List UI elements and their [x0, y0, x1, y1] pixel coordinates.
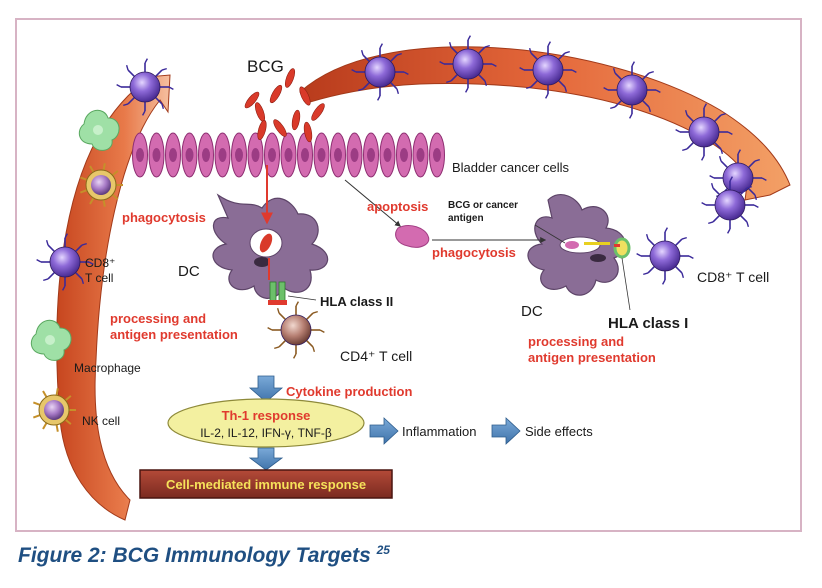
label-cytokines: IL-2, IL-12, IFN-γ, TNF-β: [200, 426, 332, 440]
label-processing-left-2: antigen presentation: [110, 327, 238, 342]
cancer-cell: [346, 132, 363, 178]
recirculation-arc-top: [299, 46, 791, 201]
label-nk-cell: NK cell: [82, 414, 120, 428]
label-bladder-cancer-cells: Bladder cancer cells: [452, 160, 570, 175]
cancer-cell: [363, 132, 379, 178]
label-cytokine-production: Cytokine production: [286, 384, 412, 399]
cd8-t-cell: [675, 103, 733, 161]
block-arrow-to-inflammation: [369, 417, 399, 445]
macrophage-cells: [30, 109, 120, 361]
apoptotic-body: [395, 225, 430, 248]
cell-mediated-response-box: [139, 469, 393, 499]
dendritic-cell-left: [212, 193, 329, 299]
label-side-effects: Side effects: [525, 424, 593, 439]
cd8-t-cell: [636, 227, 694, 285]
label-cd8-left-2: T cell: [85, 271, 113, 285]
macrophage: [78, 109, 120, 151]
label-dc-left: DC: [178, 263, 200, 280]
cancer-cell: [379, 132, 396, 178]
bcg-rod: [311, 103, 325, 121]
cancer-cell: [412, 132, 429, 178]
figure-caption-text: Figure 2: BCG Immunology Targets: [18, 544, 371, 567]
label-inflammation: Inflammation: [402, 424, 476, 439]
bcg-rod: [269, 84, 283, 104]
cancer-cell: [247, 132, 264, 178]
bcg-rods: [244, 68, 325, 143]
block-arrow-th1-down: [248, 447, 284, 471]
cd8-t-cell: [519, 41, 577, 99]
label-hla-class-ii: HLA class II: [320, 294, 393, 309]
label-dc-right: DC: [521, 303, 543, 320]
macrophage: [30, 319, 72, 361]
bladder-cancer-cells: [132, 132, 445, 178]
hla-class-ii-receptor: [268, 281, 287, 305]
nk-cell: [79, 163, 123, 207]
label-cd4-t-cell: CD4⁺ T cell: [340, 348, 412, 364]
nk-cells: [32, 163, 123, 432]
cd4-cell-body: [267, 301, 325, 359]
figure-caption-ref: 25: [376, 543, 390, 557]
arrow-cancer-to-apoptosis: [344, 179, 401, 227]
label-cell-mediated-response: Cell-mediated immune response: [166, 477, 366, 492]
bcg-immunology-diagram: BCG Bladder cancer cells phagocytosis ap…: [30, 35, 791, 521]
cancer-cell: [280, 132, 297, 178]
label-processing-right-2: antigen presentation: [528, 350, 656, 365]
cancer-cell: [214, 132, 231, 178]
cancer-cell: [313, 132, 330, 178]
block-arrow-cytokine-down: [248, 375, 284, 403]
pointer-hla-class-i: [621, 257, 631, 311]
cd8-t-cell: [603, 61, 661, 119]
cd8-t-cells: [36, 35, 767, 291]
label-macrophage: Macrophage: [74, 361, 141, 375]
cancer-cell: [231, 132, 247, 178]
cancer-cell: [198, 132, 214, 178]
label-bcg: BCG: [247, 57, 284, 76]
cd8-t-cell: [116, 58, 174, 116]
cd8-t-cell: [351, 43, 409, 101]
nk-cell: [32, 388, 76, 432]
bcg-rod: [273, 119, 287, 137]
hla-class-i-receptor: [613, 237, 631, 259]
label-phagocytosis-right: phagocytosis: [432, 245, 516, 260]
cd4-t-cell: [267, 301, 325, 359]
bcg-rod: [254, 102, 266, 122]
bcg-rod: [303, 121, 313, 143]
dendritic-cell-right: [527, 194, 626, 296]
label-processing-right-1: processing and: [528, 334, 624, 349]
label-cd8-left-1: CD8⁺: [85, 256, 115, 270]
cancer-cell: [148, 132, 165, 178]
label-phagocytosis-left: phagocytosis: [122, 210, 206, 225]
label-apoptosis: apoptosis: [367, 199, 428, 214]
label-hla-class-i: HLA class I: [608, 315, 688, 332]
cancer-cell: [132, 132, 148, 178]
label-antigen-line1: BCG or cancer: [448, 200, 518, 211]
bcg-rod: [284, 68, 296, 88]
pointer-antigen: [534, 224, 566, 244]
cancer-cell: [429, 132, 445, 178]
cancer-cell: [165, 132, 181, 178]
cd8-t-cell: [36, 233, 94, 291]
cd8-t-cell: [439, 35, 497, 93]
bcg-rod: [299, 86, 311, 106]
label-processing-left-1: processing and: [110, 311, 206, 326]
bcg-rod: [244, 91, 260, 109]
cancer-cell: [396, 132, 412, 178]
label-antigen-line2: antigen: [448, 213, 484, 224]
cancer-cell: [297, 132, 313, 178]
bcg-rod: [291, 109, 301, 131]
figure-caption: Figure 2: BCG Immunology Targets 25: [18, 543, 390, 568]
cancer-cell: [264, 132, 280, 178]
bcg-rod: [257, 119, 267, 141]
cancer-cell: [181, 132, 198, 178]
cancer-cell: [330, 132, 346, 178]
block-arrow-to-side-effects: [491, 417, 521, 445]
label-th1-response: Th-1 response: [222, 408, 311, 423]
cd8-t-cell: [701, 176, 759, 234]
label-cd8-right: CD8⁺ T cell: [697, 269, 769, 285]
th1-response-ellipse: [167, 398, 365, 448]
pointer-hla-class-ii: [287, 295, 317, 301]
